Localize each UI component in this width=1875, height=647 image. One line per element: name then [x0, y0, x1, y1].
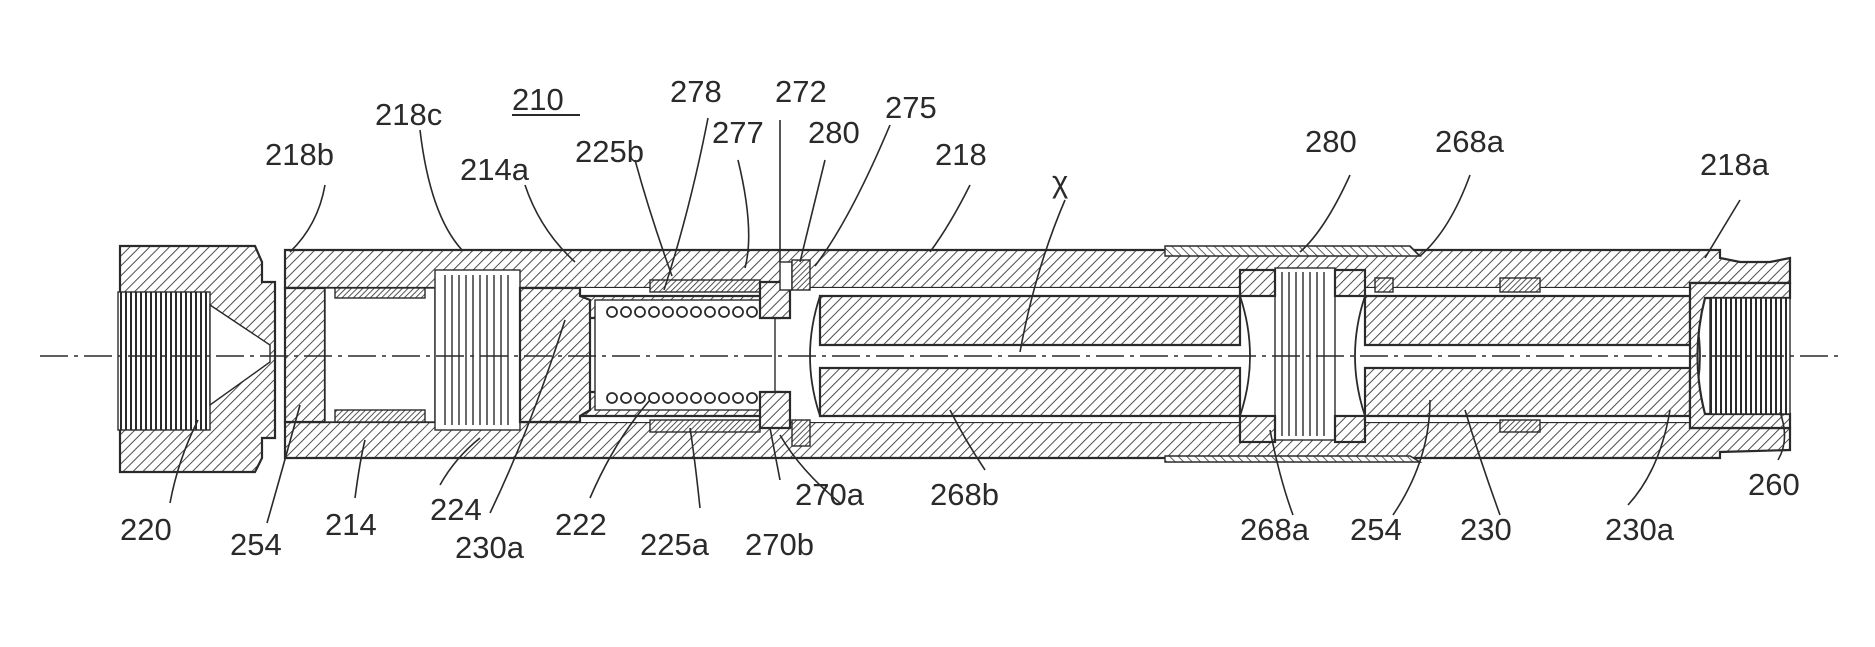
label-218b: 218b	[265, 137, 334, 172]
housing-ridge-detail	[1165, 246, 1420, 256]
label-270b: 270b	[745, 527, 814, 562]
label-230: 230	[1460, 512, 1512, 547]
label-254-right: 254	[1350, 512, 1402, 547]
label-280-right: 280	[1305, 124, 1357, 159]
label-268a-top: 268a	[1435, 124, 1505, 159]
label-214a: 214a	[460, 152, 530, 187]
ref-number-210: 210	[512, 82, 564, 117]
label-280-top: 280	[808, 115, 860, 150]
label-218: 218	[935, 137, 987, 172]
axis-symbol-chi: χ	[1052, 164, 1068, 199]
label-220: 220	[120, 512, 172, 547]
label-260: 260	[1748, 467, 1800, 502]
label-225a: 225a	[640, 527, 710, 562]
label-224: 224	[430, 492, 482, 527]
label-277: 277	[712, 115, 764, 150]
left-disc-stack	[435, 270, 520, 430]
label-254-left: 254	[230, 527, 282, 562]
label-268a-bottom: 268a	[1240, 512, 1310, 547]
left-end-connector	[118, 246, 275, 472]
piston-sleeve	[520, 288, 590, 422]
label-214: 214	[325, 507, 377, 542]
label-230a-right: 230a	[1605, 512, 1675, 547]
seal-block-right	[1375, 278, 1393, 292]
label-230a-left: 230a	[455, 530, 525, 565]
label-270a: 270a	[795, 477, 865, 512]
label-272: 272	[775, 74, 827, 109]
label-225b: 225b	[575, 134, 644, 169]
label-275: 275	[885, 90, 937, 125]
seal-block-bottom	[1500, 420, 1540, 432]
label-222: 222	[555, 507, 607, 542]
label-218a: 218a	[1700, 147, 1770, 182]
left-chamber	[285, 288, 435, 422]
seal-block-top	[1500, 278, 1540, 292]
label-268b: 268b	[930, 477, 999, 512]
label-218c: 218c	[375, 97, 442, 132]
label-278: 278	[670, 74, 722, 109]
